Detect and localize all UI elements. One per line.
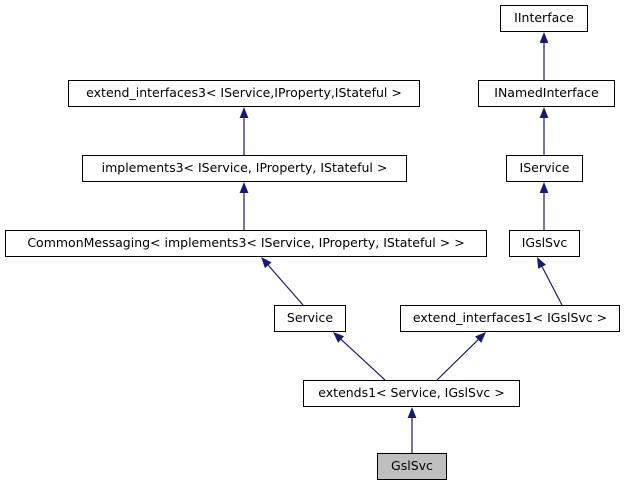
- arrowhead-icon: [239, 107, 249, 118]
- class-node-label: implements3< IService, IProperty, IState…: [101, 160, 388, 176]
- inheritance-edge: [239, 182, 249, 230]
- arrowhead-icon: [539, 32, 549, 43]
- class-node-label: IInterface: [514, 10, 574, 26]
- arrowhead-icon: [475, 332, 486, 343]
- class-node-label: INamedInterface: [494, 85, 599, 101]
- inheritance-edge: [539, 32, 549, 80]
- inheritance-edge: [333, 332, 386, 381]
- class-node-label: extends1< Service, IGslSvc >: [318, 385, 505, 401]
- class-node-label: IService: [519, 160, 570, 176]
- arrowhead-icon: [239, 182, 249, 193]
- class-node-igslsvc[interactable]: IGslSvc: [509, 230, 580, 257]
- class-node-iservice[interactable]: IService: [506, 155, 583, 182]
- inheritance-edge: [239, 107, 249, 155]
- arrowhead-icon: [407, 407, 417, 418]
- inheritance-edge: [539, 182, 549, 230]
- arrowhead-icon: [539, 107, 549, 118]
- class-node-extends1[interactable]: extends1< Service, IGslSvc >: [303, 380, 520, 407]
- class-node-commonmessaging[interactable]: CommonMessaging< implements3< IService, …: [5, 230, 487, 257]
- class-node-gslsvc[interactable]: GslSvc: [377, 453, 447, 480]
- class-node-label: GslSvc: [391, 458, 433, 474]
- class-node-extend_interfaces3[interactable]: extend_interfaces3< IService,IProperty,I…: [68, 80, 420, 107]
- class-node-service[interactable]: Service: [274, 305, 346, 332]
- class-node-implements3[interactable]: implements3< IService, IProperty, IState…: [82, 155, 407, 182]
- class-node-label: extend_interfaces1< IGslSvc >: [412, 310, 608, 326]
- inheritance-edge: [436, 332, 486, 381]
- class-node-label: Service: [286, 310, 334, 326]
- inheritance-edge: [407, 407, 417, 453]
- arrowhead-icon: [537, 257, 546, 269]
- inheritance-edge: [537, 257, 563, 306]
- arrowhead-icon: [261, 257, 272, 269]
- inheritance-edge: [539, 107, 549, 155]
- class-node-label: extend_interfaces3< IService,IProperty,I…: [86, 85, 402, 101]
- class-node-extend_interfaces1[interactable]: extend_interfaces1< IGslSvc >: [400, 305, 620, 332]
- class-node-label: CommonMessaging< implements3< IService, …: [27, 235, 465, 251]
- arrowhead-icon: [539, 182, 549, 193]
- class-node-label: IGslSvc: [521, 235, 568, 251]
- class-node-inamedinterface[interactable]: INamedInterface: [478, 80, 615, 107]
- inheritance-edge: [261, 257, 304, 306]
- class-node-iinterface[interactable]: IInterface: [500, 5, 588, 32]
- arrowhead-icon: [333, 332, 345, 343]
